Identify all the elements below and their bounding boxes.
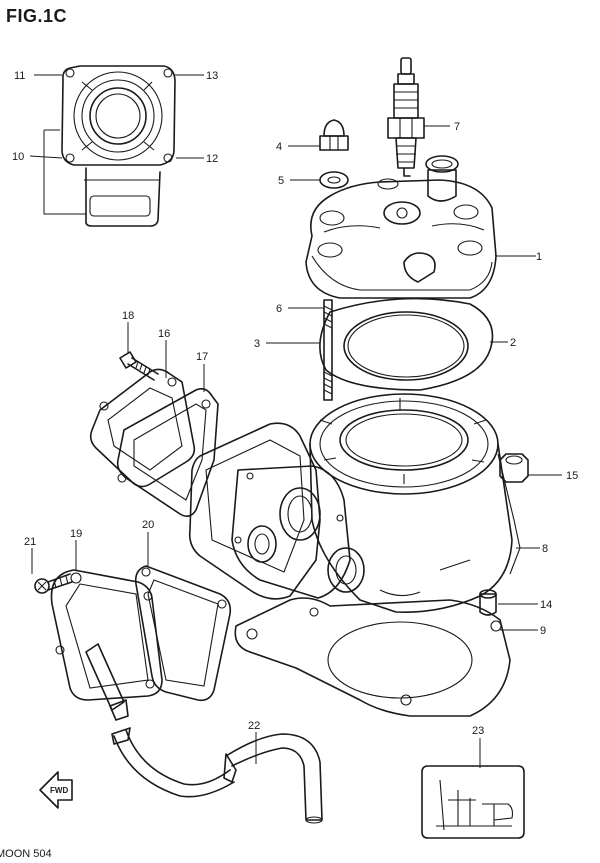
callout-13: 13 [206,70,218,82]
dowel-pin [479,589,497,616]
callout-17: 17 [196,351,208,363]
callout-14: 14 [540,599,552,611]
washer [319,171,349,189]
callout-3: 3 [254,338,260,350]
callout-12: 12 [206,153,218,165]
callout-10: 10 [12,151,24,163]
callout-9: 9 [540,625,546,637]
callout-1: 1 [536,251,542,263]
reed-valve-cover [50,569,163,721]
callout-labels: 1 2 3 4 5 6 7 8 9 10 11 12 13 14 15 16 1… [12,70,578,737]
figure-title: FIG.1C [6,6,68,26]
callout-6: 6 [276,303,282,315]
callout-8: 8 [542,543,548,555]
cylinder-head [305,155,497,299]
reed-cover-gasket [134,565,232,702]
callout-4: 4 [276,141,282,153]
callout-15: 15 [566,470,578,482]
callout-2: 2 [510,337,516,349]
acorn-nut [319,119,349,151]
screw [34,573,73,594]
forward-arrow-icon: FWD [39,771,73,809]
head-gasket [319,297,494,391]
callout-16: 16 [158,328,170,340]
cylinder [188,393,521,613]
bolt [119,351,159,381]
page-code: MOON 504 [0,848,52,860]
inset-head-bottom-view [43,65,176,227]
callout-23: 23 [472,725,484,737]
callout-11: 11 [14,70,25,82]
callout-22: 22 [248,720,260,732]
reed-valve-block-gasket [116,388,219,518]
callout-5: 5 [278,175,284,187]
callout-18: 18 [122,310,134,322]
callout-7: 7 [454,121,460,133]
stud-bolt [323,299,333,401]
cylinder-nut [499,453,529,483]
caution-label [421,765,525,839]
breather-hose [111,727,323,824]
cylinder-base-gasket [234,597,511,717]
forward-label: FWD [50,786,68,795]
spark-plug [387,57,425,177]
leader-lines [29,74,562,768]
callout-20: 20 [142,519,154,531]
callout-21: 21 [24,536,36,548]
reed-valve-gasket [89,368,196,488]
callout-19: 19 [70,528,82,540]
